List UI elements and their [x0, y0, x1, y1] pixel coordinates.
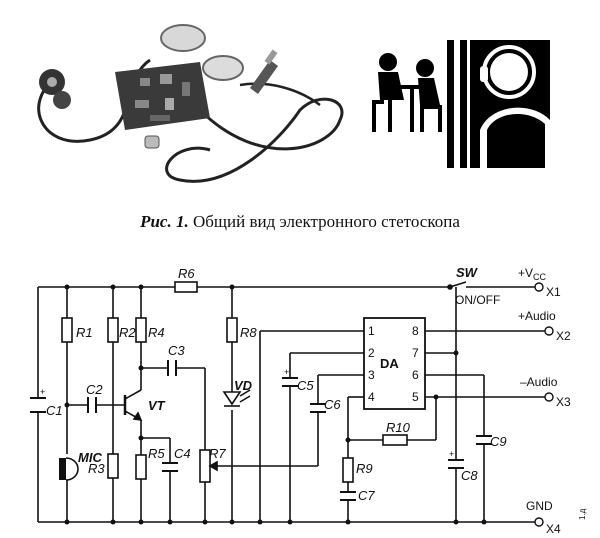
- label-r6: R6: [178, 266, 195, 281]
- consultation-pictogram: [372, 53, 442, 132]
- caption-text: Общий вид электронного стетоскопа: [188, 212, 460, 231]
- resistor-r2: [107, 317, 119, 343]
- label-r9: R9: [356, 461, 373, 476]
- resistor-r3: [107, 453, 119, 479]
- resistor-r1: [61, 317, 73, 343]
- capacitors: [30, 360, 492, 501]
- label-c3: C3: [168, 343, 185, 358]
- resistor-r6: [174, 281, 198, 293]
- label-r2: R2: [119, 325, 136, 340]
- terminal-x4: [534, 517, 544, 527]
- pin-5: 5: [412, 390, 419, 404]
- circuit-board: [115, 62, 210, 130]
- terminal-x2-signal: +Audio: [518, 309, 556, 323]
- terminal-x2-label: X2: [556, 329, 571, 343]
- terminal-x1-label: X1: [546, 285, 561, 299]
- terminals: [534, 282, 554, 527]
- label-vd: VD: [234, 378, 253, 393]
- caption-label: Рис. 1.: [140, 212, 189, 231]
- label-c9: C9: [490, 434, 507, 449]
- jack-plug-icon: [250, 60, 278, 94]
- label-r3: R3: [88, 461, 105, 476]
- label-r7: R7: [209, 446, 226, 461]
- pin-6: 6: [412, 368, 419, 382]
- device-photo: [37, 24, 550, 183]
- label-c7: C7: [358, 488, 375, 503]
- pin-4: 4: [368, 390, 375, 404]
- label-sw: SW: [456, 265, 479, 280]
- terminal-x3-signal: –Audio: [520, 375, 558, 389]
- svg-text:+: +: [40, 387, 45, 397]
- polarity-marks: + + +: [40, 367, 454, 459]
- label-r4: R4: [148, 325, 165, 340]
- terminal-x1-signal: +VCC: [518, 266, 547, 282]
- transistor-icon: [123, 389, 143, 421]
- label-r10: R10: [386, 420, 411, 435]
- resistor-r8: [226, 317, 238, 343]
- resistor-r9: [342, 457, 354, 483]
- pin-8: 8: [412, 324, 419, 338]
- pin-1: 1: [368, 324, 375, 338]
- label-switch-state: ON/OFF: [455, 293, 500, 307]
- label-r1: R1: [76, 325, 93, 340]
- pin-3: 3: [368, 368, 375, 382]
- led-icon: [222, 389, 251, 407]
- wires: [37, 286, 545, 523]
- svg-text:+: +: [449, 449, 454, 459]
- potentiometer-wiper: [208, 460, 218, 472]
- terminal-x3: [544, 392, 554, 402]
- label-mic: MIC: [78, 450, 102, 465]
- junctions: [64, 284, 487, 525]
- microphone-icon: [59, 457, 79, 481]
- earpiece-icon: [160, 24, 206, 52]
- terminal-x2: [544, 326, 554, 336]
- label-vt: VT: [148, 398, 166, 413]
- label-c1: C1: [46, 403, 63, 418]
- label-c4: C4: [174, 446, 191, 461]
- earpiece-icon: [202, 55, 244, 81]
- resistor-r10: [382, 434, 408, 446]
- label-c8: C8: [461, 468, 478, 483]
- side-mark: 1.д: [578, 508, 587, 520]
- circuit-schematic: + + + R1 R2 R4 R6 R8: [30, 265, 587, 536]
- resistors: [61, 281, 408, 483]
- terminal-x1: [534, 282, 544, 292]
- ic-da: [363, 317, 426, 410]
- label-c6: C6: [324, 397, 341, 412]
- pin-2: 2: [368, 346, 375, 360]
- terminal-x3-label: X3: [556, 395, 571, 409]
- switch-icon: [447, 281, 467, 290]
- resistor-r5: [135, 454, 147, 480]
- resistor-r4: [135, 317, 147, 343]
- doctor-pictogram: [447, 40, 550, 168]
- svg-text:+: +: [284, 367, 289, 377]
- stethoscope-photo: [37, 24, 344, 183]
- label-r5: R5: [148, 446, 165, 461]
- terminal-x4-label: X4: [546, 522, 561, 536]
- label-c2: C2: [86, 382, 103, 397]
- label-r8: R8: [240, 325, 257, 340]
- terminal-x4-signal: GND: [526, 499, 553, 513]
- pin-7: 7: [412, 346, 419, 360]
- figure-caption: Рис. 1. Общий вид электронного стетоскоп…: [0, 212, 600, 232]
- label-c5: C5: [297, 378, 314, 393]
- label-da: DA: [380, 356, 399, 371]
